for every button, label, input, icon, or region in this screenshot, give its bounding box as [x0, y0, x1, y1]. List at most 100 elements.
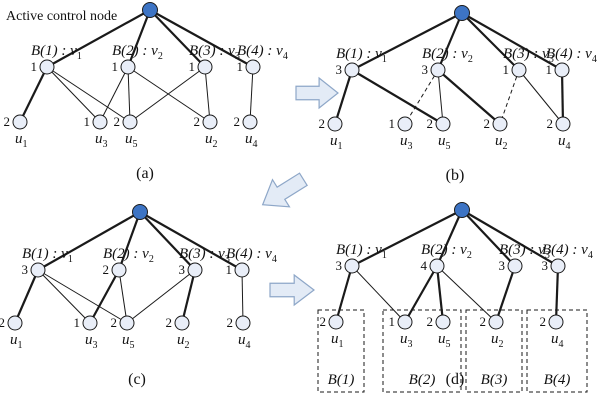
- v-node-label: B(2) : v2: [112, 43, 163, 62]
- v-node: [429, 258, 445, 274]
- u-node-label: u2: [205, 131, 218, 150]
- v-node-label: B(2) : v2: [421, 242, 472, 261]
- link-edge: [204, 66, 211, 123]
- v-node: [120, 59, 136, 75]
- u-node-label: u1: [331, 331, 344, 350]
- link-edge: [554, 265, 560, 323]
- u-node: [235, 315, 251, 331]
- v-node: [234, 262, 250, 278]
- u-node: [122, 114, 138, 130]
- v-node: [344, 258, 360, 274]
- u-node-degree: 2: [540, 314, 547, 329]
- group-label: B(1): [328, 372, 355, 388]
- link-edge: [126, 269, 196, 324]
- u-node-label: u4: [551, 331, 564, 350]
- v-node: [245, 59, 261, 75]
- root-edge: [351, 209, 463, 267]
- panel-caption: (b): [446, 167, 465, 184]
- link-edge: [127, 66, 211, 123]
- link-edge: [333, 69, 354, 125]
- flow-arrow: [269, 273, 315, 307]
- v-node-degree: 3: [22, 262, 29, 277]
- link-edge: [19, 66, 48, 123]
- v-node-label: B(4) : v4: [226, 246, 277, 265]
- u-node-degree: 2: [547, 116, 554, 131]
- active-control-node: [132, 204, 148, 220]
- v-node: [187, 262, 203, 278]
- v-node-label: B(1) : v1: [336, 46, 387, 65]
- u-node-label: u4: [558, 133, 571, 152]
- u-node-degree: 1: [84, 114, 91, 129]
- root-edge: [461, 209, 559, 267]
- v-node-label: B(2) : v2: [103, 246, 154, 265]
- u-node-label: u4: [245, 131, 258, 150]
- u-node: [548, 314, 564, 330]
- link-edge: [404, 265, 438, 323]
- link-edge: [249, 66, 254, 123]
- root-edge: [149, 9, 206, 68]
- u-node: [202, 114, 218, 130]
- root-edge: [139, 211, 243, 271]
- link-edge: [404, 69, 439, 125]
- u-node-degree: 2: [4, 114, 11, 129]
- link-edge: [518, 69, 564, 125]
- active-control-node: [454, 202, 470, 218]
- v-node: [39, 59, 55, 75]
- u-node-degree: 2: [320, 314, 327, 329]
- u-node-label: u1: [330, 133, 343, 152]
- link-edge: [494, 265, 517, 323]
- link-edge: [560, 69, 565, 125]
- v-node-label: B(3) : v3: [189, 43, 240, 62]
- panel-caption: (d): [446, 371, 465, 388]
- root-edge: [461, 209, 516, 267]
- u-node-degree: 2: [0, 315, 5, 330]
- u-node: [488, 314, 504, 330]
- v-node-degree: 1: [112, 59, 119, 74]
- active-control-node-annotation: Active control node: [6, 9, 117, 24]
- v-node: [30, 262, 46, 278]
- u-node: [397, 116, 413, 132]
- u-node: [242, 114, 258, 130]
- u-node: [82, 315, 98, 331]
- v-node-degree: 1: [237, 59, 244, 74]
- root-edge: [435, 209, 464, 267]
- u-node: [174, 315, 190, 331]
- u-node-degree: 2: [484, 116, 491, 131]
- u-node: [12, 114, 28, 130]
- u-node-degree: 2: [114, 114, 121, 129]
- u-node-label: u5: [438, 331, 451, 350]
- u-node-label: u3: [85, 332, 98, 351]
- v-node-label: B(2) : v2: [422, 46, 473, 65]
- group-box: [526, 309, 588, 393]
- u-node-degree: 2: [427, 314, 434, 329]
- u-node-degree: 1: [389, 314, 396, 329]
- root-edge: [117, 211, 142, 271]
- root-edge: [461, 12, 563, 71]
- u-node-label: u5: [125, 131, 138, 150]
- v-node-label: B(4) : v4: [237, 43, 288, 62]
- u-node-label: u3: [400, 331, 413, 350]
- flow-arrow: [261, 172, 308, 208]
- root-edge: [46, 9, 151, 68]
- flow-arrow: [295, 76, 339, 110]
- group-box: [465, 309, 523, 393]
- link-edge: [127, 66, 131, 123]
- v-node-degree: 4: [421, 258, 428, 273]
- v-node-degree: 1: [31, 59, 38, 74]
- u-node-label: u2: [177, 332, 190, 351]
- u-node-label: u5: [438, 133, 451, 152]
- u-node: [555, 116, 571, 132]
- v-node: [511, 62, 527, 78]
- link-edge: [46, 66, 101, 123]
- v-node-label: B(3) : v3: [179, 246, 230, 265]
- link-edge: [334, 265, 354, 323]
- v-node-label: B(1) : v1: [336, 242, 387, 261]
- group-label: B(2): [409, 372, 436, 388]
- v-node-degree: 3: [179, 262, 186, 277]
- v-node-degree: 3: [499, 258, 506, 273]
- u-node-degree: 2: [166, 315, 173, 330]
